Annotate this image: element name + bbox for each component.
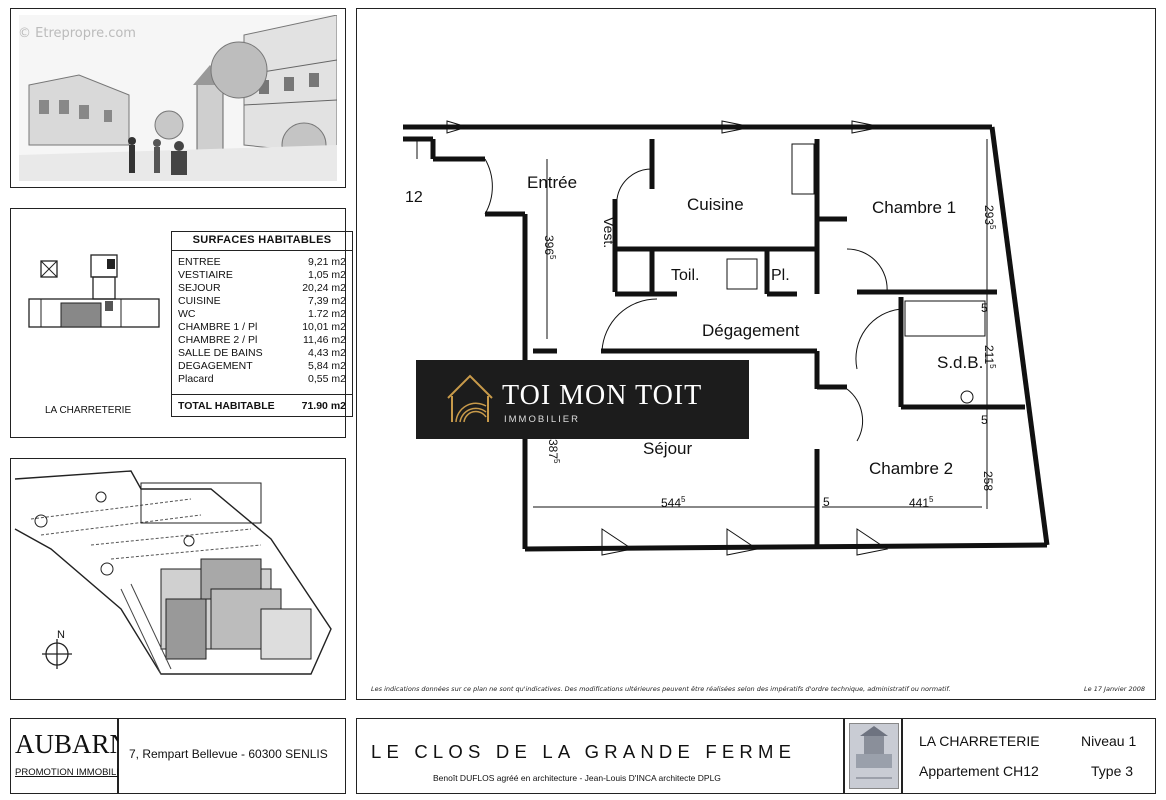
site-plan-frame: N: [10, 458, 346, 700]
plan-date: Le 17 Janvier 2008: [1084, 685, 1145, 693]
apartment-number: 12: [405, 189, 423, 206]
room-cuisine: Cuisine: [687, 195, 744, 214]
apartment-info-box: LA CHARRETERIE Niveau 1 Appartement CH12…: [902, 718, 1156, 794]
room-sejour: Séjour: [643, 439, 693, 458]
dimension-258: 258: [981, 471, 995, 492]
room-salle-de-bains: S.d.B.: [937, 353, 984, 372]
developer-subtitle: PROMOTION IMMOBILIERE: [15, 767, 139, 778]
developer-address: 7, Rempart Bellevue - 60300 SENLIS: [129, 747, 328, 761]
dimension-544: 5445: [661, 495, 686, 510]
surfaces-total-row: TOTAL HABITABLE 71.90 m2: [172, 394, 352, 416]
building-label: LA CHARRETERIE: [45, 405, 132, 416]
agency-subtitle: IMMOBILIER: [504, 414, 580, 425]
project-name: LE CLOS DE LA GRANDE FERME: [371, 741, 797, 762]
total-value: 71.90 m2: [301, 399, 346, 412]
room-placard: Pl.: [771, 267, 790, 284]
perspective-illustration: [19, 15, 337, 181]
building-name: LA CHARRETERIE: [919, 733, 1040, 749]
agency-name: TOI MON TOIT: [502, 380, 703, 411]
dimension-5-c: 5: [823, 495, 830, 509]
total-label: TOTAL HABITABLE: [178, 399, 275, 412]
room-vestiaire: Vest.: [601, 217, 617, 249]
room-entree: Entrée: [527, 173, 578, 192]
architects-credit: Benoît DUFLOS agréé en architecture - Je…: [433, 773, 721, 783]
key-plan: [28, 254, 160, 328]
building-emblem-icon: [856, 726, 892, 779]
site-plan: [14, 470, 332, 675]
floor-plan-frame: Entrée Cuisine Chambre 1 Vest. Toil. Pl.…: [356, 8, 1156, 700]
dimension-293: 2935: [982, 205, 997, 230]
address-box: 7, Rempart Bellevue - 60300 SENLIS: [118, 718, 346, 794]
perspective-photo: [19, 15, 337, 181]
disclaimer-notice: Les indications données sur ce plan ne s…: [371, 685, 951, 693]
emblem-box: [844, 718, 902, 794]
dimension-5-a: 5: [981, 301, 988, 315]
surfaces-title: SURFACES HABITABLES: [192, 234, 332, 246]
room-degagement: Dégagement: [702, 321, 800, 340]
house-sunrise-icon: [447, 374, 493, 423]
room-chambre-1: Chambre 1: [872, 198, 957, 217]
developer-logo-box: AUBARNE PROMOTION IMMOBILIERE: [10, 718, 146, 794]
dimension-5-b: 5: [981, 413, 988, 427]
project-emblem: [849, 723, 899, 789]
perspective-photo-frame: [10, 8, 346, 188]
apartment-id: Appartement CH12: [919, 763, 1039, 779]
dimension-387: 3875: [546, 439, 561, 464]
floor-plan-drawing: [403, 120, 1050, 556]
dimension-211: 2115: [982, 345, 997, 369]
dimension-441: 4415: [909, 495, 934, 510]
dimension-396: 3965: [542, 235, 557, 260]
north-arrow-label: N: [57, 629, 65, 641]
agency-logo: TOI MON TOIT IMMOBILIER: [416, 360, 749, 439]
level: Niveau 1: [1081, 733, 1137, 749]
room-chambre-2: Chambre 2: [869, 459, 954, 478]
apartment-type: Type 3: [1091, 763, 1134, 779]
room-toilettes: Toil.: [671, 267, 700, 284]
watermark: © Etrepropre.com: [18, 26, 136, 41]
project-box: LE CLOS DE LA GRANDE FERME Benoît DUFLOS…: [356, 718, 844, 794]
